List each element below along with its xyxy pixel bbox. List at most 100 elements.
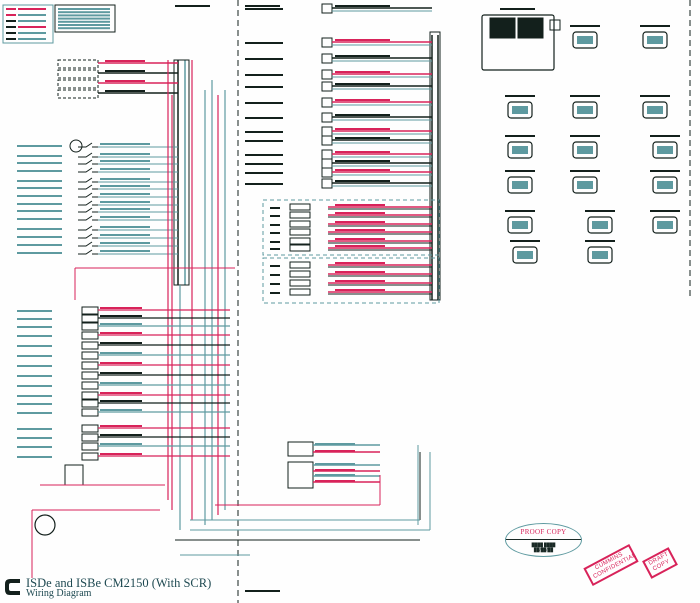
notes-text [58, 24, 110, 26]
injector-connector [289, 228, 311, 236]
switch-symbol [78, 159, 98, 165]
legend-swatch [6, 32, 16, 34]
connector-block [57, 79, 99, 89]
connector-block [81, 331, 99, 340]
oem-circuit-label [17, 385, 52, 387]
connector-face-label [505, 135, 535, 137]
wire-label [100, 453, 142, 455]
connector-face-view [572, 176, 598, 194]
sensor-connector [321, 81, 333, 92]
ecm-port-engine-fill [490, 18, 515, 38]
wire-label [335, 221, 385, 223]
wire-label [335, 289, 385, 291]
legend-text [18, 20, 46, 22]
wire-label [335, 204, 385, 206]
wire-label [335, 262, 385, 264]
oem-circuit-label [17, 162, 62, 164]
oem-circuit-label [17, 403, 52, 405]
wire-label [100, 332, 142, 334]
connector-block [81, 391, 99, 400]
wire-label [335, 83, 390, 85]
wire-label [100, 382, 142, 384]
notes-text [58, 11, 110, 14]
connector-face-view [512, 246, 538, 264]
legend-swatch [6, 20, 16, 22]
wire-label [335, 245, 385, 247]
connector-face-label [505, 95, 535, 97]
connector-face-label [650, 135, 680, 137]
engine-sensor-label [245, 42, 283, 44]
injector-connector [289, 220, 311, 228]
injector-label [270, 224, 280, 226]
switch-symbol [78, 142, 98, 148]
wire-label [335, 280, 385, 282]
connector-pins [647, 106, 663, 114]
oem-circuit-label [17, 355, 52, 357]
connector-block [81, 371, 99, 380]
legend-text [18, 32, 46, 34]
ecm-port-oem-fill [518, 18, 543, 38]
connector-face-label [585, 210, 615, 212]
wire-label [100, 372, 142, 374]
connector-block [81, 442, 99, 451]
connector-block [57, 89, 99, 99]
injector-label [270, 241, 280, 243]
wire-label [100, 216, 150, 218]
wire-label [335, 169, 390, 171]
oem-circuit-label [17, 244, 62, 246]
notes-box [54, 4, 116, 33]
injector-label [270, 215, 280, 217]
wire-label [335, 71, 390, 73]
connector-pins [657, 221, 673, 229]
wire-label [335, 137, 390, 139]
wire-label [315, 474, 355, 476]
wire-label [335, 99, 390, 101]
wire-label [100, 242, 150, 244]
engine-sensor-label [245, 117, 283, 119]
switch-symbol [78, 215, 98, 221]
engine-sensor-label [245, 172, 283, 174]
notes-text [58, 27, 110, 30]
oem-circuit-label [17, 412, 52, 414]
injector-label [270, 248, 280, 250]
proof-sub-line1: ████ ████ [531, 542, 556, 547]
relay-box [64, 464, 84, 486]
connector-pins [512, 221, 528, 229]
connector-face-view [507, 176, 533, 194]
wire-label [100, 443, 142, 445]
wire-label [335, 128, 390, 130]
switch-symbol [78, 249, 98, 255]
engine-sensor-label [245, 154, 283, 156]
connector-pins [592, 221, 608, 229]
legend-box [2, 4, 54, 44]
wire-label [105, 70, 145, 72]
wire-label [100, 434, 142, 436]
switch-symbol [78, 177, 98, 183]
wire-label [100, 315, 142, 317]
oem-circuit-label [17, 218, 62, 220]
connector-face-view [507, 216, 533, 234]
connector-face-label [570, 95, 600, 97]
connector-pins [512, 146, 528, 154]
connector-face-view [507, 101, 533, 119]
proof-divider [506, 539, 581, 540]
oem-circuit-label [17, 170, 62, 172]
wire-label [335, 212, 385, 214]
sensor-connector [321, 37, 333, 48]
connector-pins [657, 181, 673, 189]
header-label [175, 5, 210, 7]
wire-label [315, 443, 355, 445]
sensor-connector [321, 135, 333, 146]
proof-copy-label: PROOF COPY [520, 528, 567, 536]
wire-label [100, 201, 150, 203]
engine-sensor-label [245, 140, 283, 142]
scr-connector-1 [287, 441, 314, 457]
legend-text [18, 14, 46, 16]
header-label [245, 5, 280, 7]
ecm-title-label [500, 8, 535, 10]
engine-sensor-label [245, 86, 283, 88]
wire-label [100, 250, 150, 252]
sensor-connector [321, 158, 333, 169]
wire-label [100, 352, 142, 354]
connector-face-view [507, 141, 533, 159]
